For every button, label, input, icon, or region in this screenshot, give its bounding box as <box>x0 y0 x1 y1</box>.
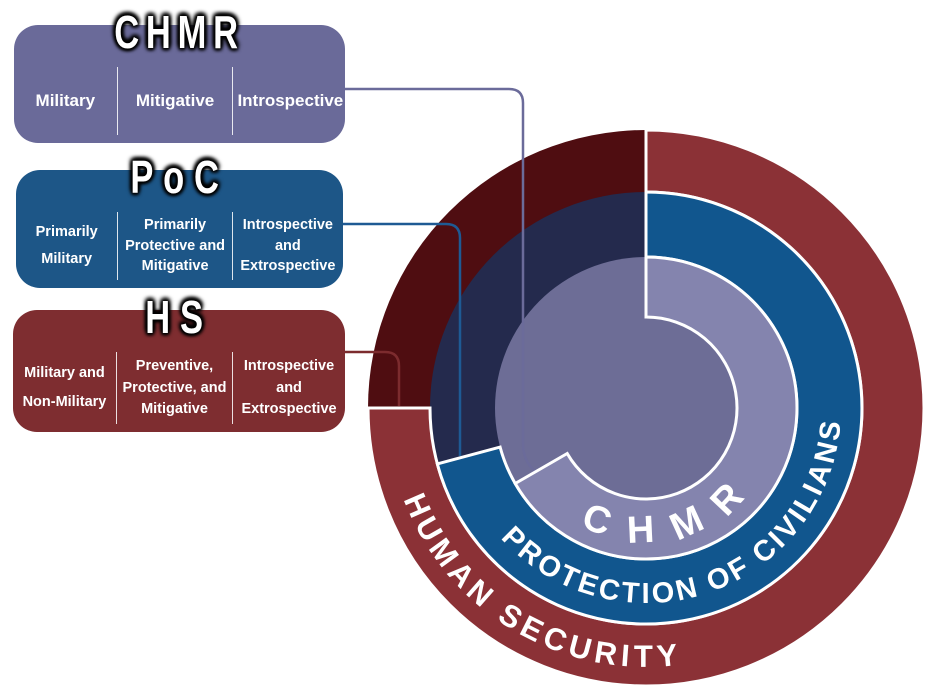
column-line: and <box>274 237 301 254</box>
column-line: Military <box>35 91 96 110</box>
column-line: and <box>276 379 302 396</box>
hs-box-title: HS <box>145 291 213 343</box>
column-line: Extrospective <box>241 401 337 418</box>
column-line: Introspective <box>237 91 344 110</box>
column-line: Primarily <box>144 216 207 233</box>
column-line: Military and <box>24 365 105 382</box>
column-line: Military <box>41 251 93 268</box>
poc-connector-line <box>343 222 462 456</box>
column-line: Extrospective <box>240 258 336 275</box>
hs-connector-line <box>345 350 401 406</box>
hs-box: HS Military and Non-Military Preventive,… <box>13 294 345 432</box>
column-line: Preventive, <box>135 357 214 374</box>
column-line: Mitigative <box>141 401 208 418</box>
poc-box-columns: Primarily Military Primarily Protective … <box>16 212 343 280</box>
chmr-column-approach: Mitigative <box>116 67 233 135</box>
chmr-column-perspective: Introspective <box>232 67 347 135</box>
chmr-bright-arc <box>513 255 799 561</box>
poc-box-title: PoC <box>130 151 229 203</box>
column-line: Primarily <box>35 223 98 240</box>
poc-column-approach: Primarily Protective and Mitigative <box>117 212 231 280</box>
chmr-connector-line <box>345 87 537 473</box>
chmr-box-columns: Military Mitigative Introspective <box>14 67 345 135</box>
column-line: Protective and <box>125 237 226 254</box>
hs-column-approach: Preventive, Protective, and Mitigative <box>115 352 232 424</box>
column-line: Introspective <box>242 216 333 233</box>
hs-box-columns: Military and Non-Military Preventive, Pr… <box>13 352 345 424</box>
chmr-box-title: CHMR <box>114 6 245 58</box>
chmr-box: CHMR Military Mitigative Introspective <box>14 9 345 143</box>
poc-column-character: Primarily Military <box>16 212 117 280</box>
hs-column-perspective: Introspective and Extrospective <box>232 352 345 424</box>
column-line: Mitigative <box>141 258 209 275</box>
column-line: Non-Military <box>22 394 107 411</box>
column-line: Introspective <box>243 357 335 374</box>
poc-box: PoC Primarily Military Primarily Protect… <box>16 154 343 288</box>
chmr-column-character: Military <box>14 67 117 135</box>
column-line: Protective, and <box>122 379 227 396</box>
hs-column-character: Military and Non-Military <box>13 352 116 424</box>
poc-column-perspective: Introspective and Extrospective <box>231 212 343 280</box>
column-line: Mitigative <box>135 91 215 110</box>
